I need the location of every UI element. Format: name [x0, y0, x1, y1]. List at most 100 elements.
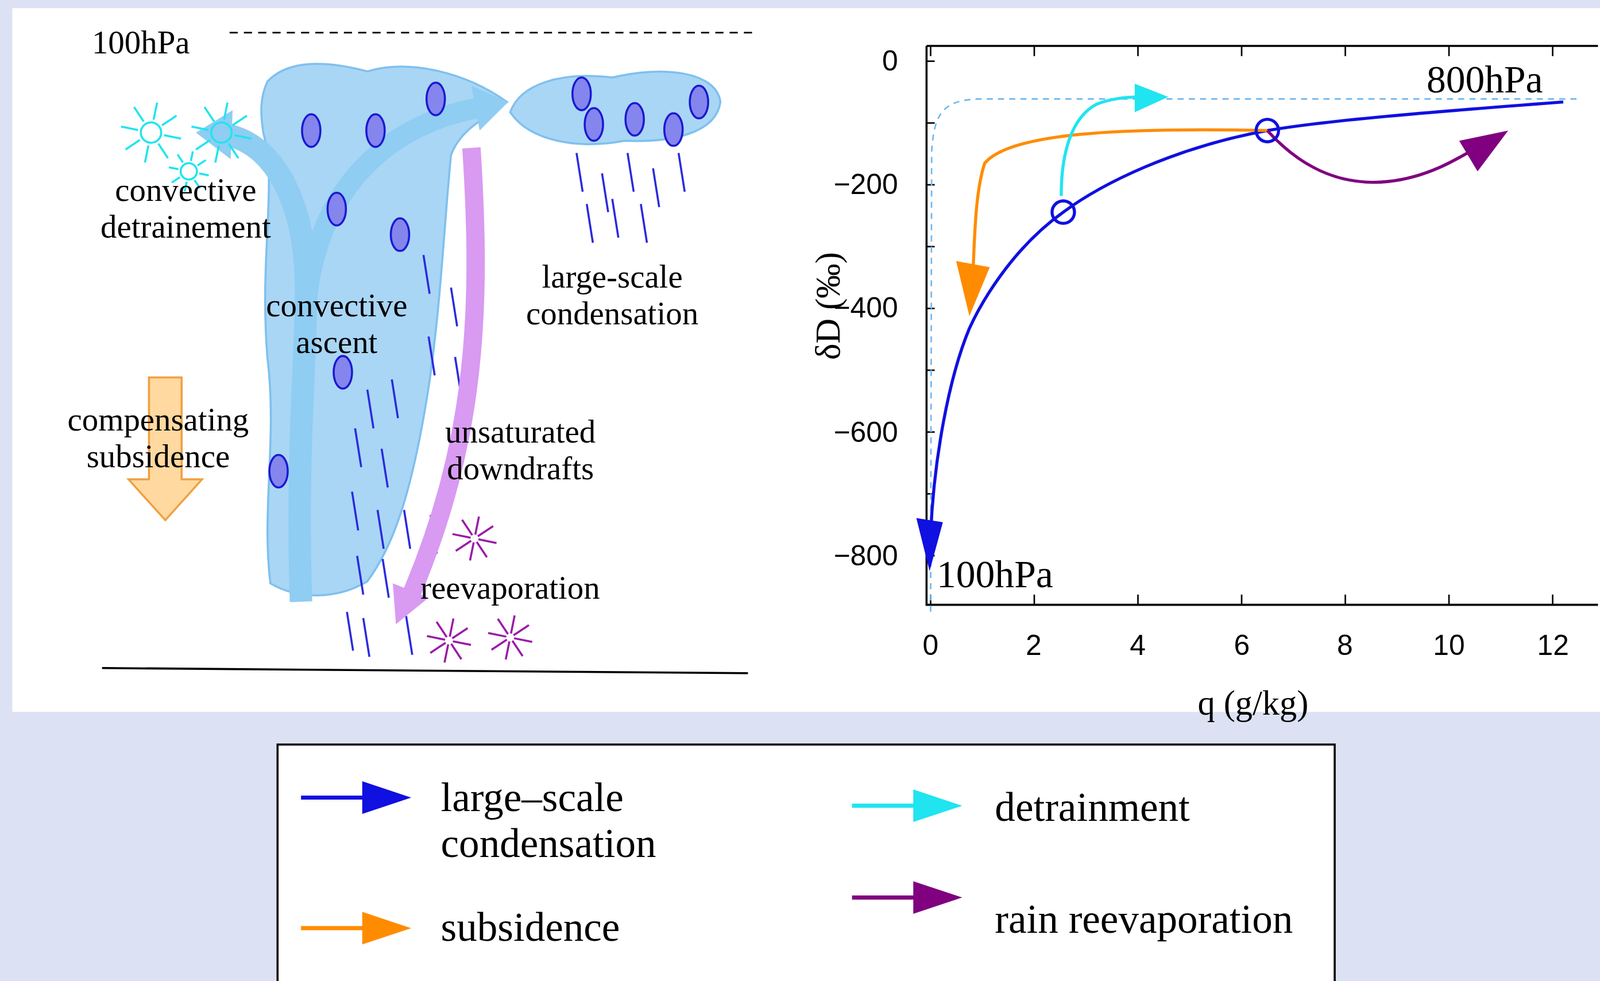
legend-swatch	[852, 785, 965, 827]
rain-streak	[652, 168, 660, 208]
symbol-ray	[232, 116, 247, 126]
symbol-ray	[190, 151, 193, 162]
legend-swatch	[300, 777, 413, 819]
arrowhead	[1459, 130, 1509, 172]
rain-streak	[346, 612, 354, 652]
symbol-ray	[215, 145, 219, 164]
x-tick	[1448, 45, 1451, 57]
legend-line	[852, 895, 920, 900]
symbol-ray	[158, 143, 169, 158]
legend-text: large–scale condensation	[441, 775, 778, 868]
droplet	[689, 85, 709, 119]
rain-streak	[586, 203, 594, 243]
symbol-ray	[125, 140, 141, 150]
rain-streak	[640, 203, 648, 243]
subsidence-curve	[972, 129, 1267, 286]
droplet	[572, 77, 591, 111]
symbol-ray	[228, 143, 239, 158]
symbol-ray	[469, 542, 474, 562]
vapour-symbol	[140, 122, 162, 144]
ascent-arrow-right	[306, 107, 478, 307]
symbol-ray	[512, 640, 523, 657]
reference-curve	[930, 98, 1577, 613]
x-tick-label: 2	[1025, 630, 1042, 663]
symbol-ray	[223, 102, 228, 121]
x-tick	[929, 45, 932, 57]
symbol-ray	[144, 145, 149, 164]
rain-streak	[404, 509, 411, 550]
rain-streak	[367, 389, 374, 430]
symbol-ray	[449, 619, 454, 638]
legend-swatch	[852, 877, 965, 919]
droplet	[664, 113, 683, 146]
symbol-ray	[452, 628, 469, 639]
tropopause-line	[229, 32, 756, 34]
legend-swatch	[300, 907, 413, 949]
pressure-label: 100hPa	[936, 553, 1054, 597]
symbol-ray	[491, 639, 508, 651]
symbol-ray	[161, 116, 177, 126]
rain-streak	[363, 618, 370, 658]
droplet	[269, 454, 288, 488]
rain-streak	[406, 616, 413, 656]
chart-frame	[926, 45, 1598, 606]
symbol-ray	[453, 641, 472, 645]
rain-streak	[428, 336, 435, 376]
x-tick	[1241, 594, 1243, 606]
legend-arrowhead	[913, 789, 962, 823]
arrowhead	[195, 110, 233, 160]
legend-arrowhead	[913, 881, 962, 915]
x-tick	[1344, 45, 1347, 57]
x-tick-label: 12	[1537, 630, 1569, 663]
symbol-ray	[168, 167, 179, 169]
droplet	[584, 107, 604, 141]
y-tick	[926, 184, 935, 187]
symbol-ray	[426, 636, 446, 640]
axis-title: q (g/kg)	[1197, 684, 1309, 724]
x-tick-label: 8	[1336, 630, 1354, 663]
rain-streak	[354, 428, 362, 468]
droplet	[391, 218, 410, 251]
rain-streak	[377, 509, 384, 550]
axis-title: δD (‰)	[809, 252, 849, 361]
x-tick	[1241, 45, 1243, 57]
symbol-ray	[475, 516, 479, 536]
pressure-label: 800hPa	[1426, 58, 1544, 102]
legend-text: detrainment	[994, 785, 1190, 832]
legend-arrowhead	[362, 911, 412, 945]
vapour-symbol	[211, 122, 233, 144]
rain-streak	[381, 449, 389, 489]
symbol-ray	[477, 526, 494, 537]
symbol-ray	[191, 126, 209, 130]
arrowhead	[1134, 83, 1169, 113]
symbol-ray	[444, 644, 448, 664]
reevaporation-curve	[1267, 130, 1485, 183]
symbol-ray	[234, 135, 252, 139]
symbol-ray	[511, 615, 515, 635]
x-tick-label: 4	[1129, 630, 1146, 663]
symbol-ray	[488, 633, 507, 637]
downdraft-arrow	[410, 148, 476, 598]
symbol-ray	[204, 107, 215, 122]
process-label: large-scale condensation	[484, 259, 740, 333]
process-label: convective ascent	[234, 287, 439, 361]
legend-text: rain reevaporation	[994, 897, 1301, 944]
symbol-ray	[451, 644, 462, 660]
droplet	[426, 82, 446, 116]
symbol-ray	[164, 135, 182, 139]
stratiform-cloud	[509, 71, 721, 145]
droplet	[333, 356, 353, 389]
rain-streak	[382, 559, 389, 599]
y-tick-label: −800	[833, 539, 898, 573]
symbol-ray	[436, 621, 447, 638]
symbol-ray	[513, 625, 529, 636]
symbol-ray	[121, 126, 139, 130]
condensation-curve	[930, 102, 1564, 536]
rain-streak	[450, 287, 458, 327]
process-label: convective detrainement	[58, 172, 313, 246]
process-label: unsaturated downdrafts	[397, 414, 643, 488]
y-tick	[926, 122, 935, 125]
droplet	[327, 192, 346, 226]
